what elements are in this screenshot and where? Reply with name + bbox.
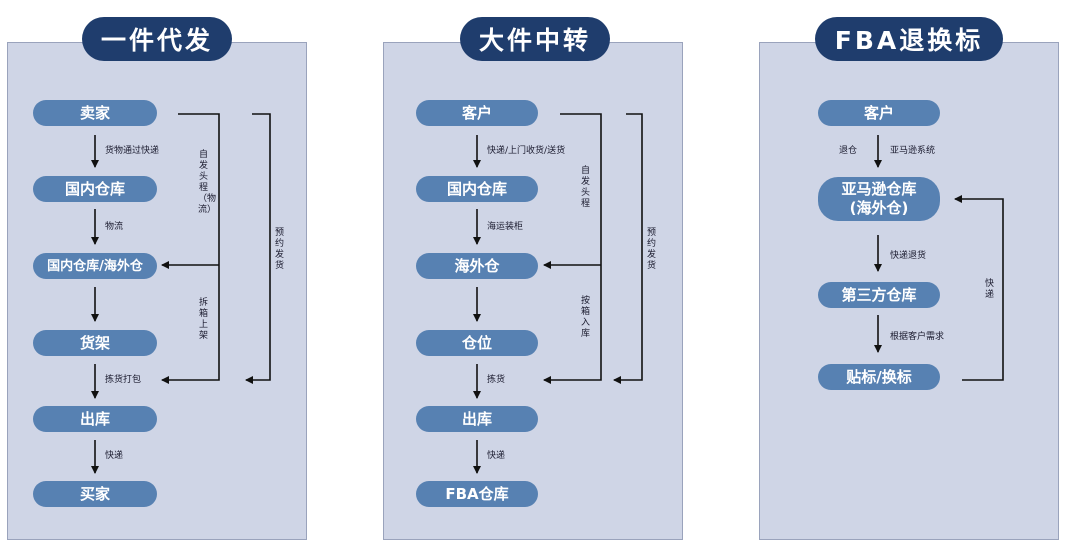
side-label-express: 快递 xyxy=(984,279,994,300)
node-slot: 仓位 xyxy=(416,330,538,356)
title-bulk-transfer: 大件中转 xyxy=(460,17,610,61)
label-picking: 拣货 xyxy=(487,375,506,385)
label-per-customer-request: 根据客户需求 xyxy=(890,332,945,342)
side-label-self-shipping: 自发头程（物流） xyxy=(198,150,217,215)
label-sea-container: 海运装柜 xyxy=(487,222,524,232)
node-amazon-warehouse: 亚马逊仓库 (海外仓) xyxy=(818,177,940,221)
side-label-scheduled-shipping: 预约发货 xyxy=(274,228,284,271)
node-domestic-or-overseas-warehouse: 国内仓库/海外仓 xyxy=(33,253,157,279)
node-outbound: 出库 xyxy=(416,406,538,432)
side-label-inbound-by-box: 按箱入库 xyxy=(580,296,590,339)
label-express-delivery: 货物通过快递 xyxy=(105,146,160,156)
node-buyer: 买家 xyxy=(33,481,157,507)
node-seller: 卖家 xyxy=(33,100,157,126)
label-pick-and-pack: 拣货打包 xyxy=(105,375,142,385)
label-express: 快递 xyxy=(487,451,506,461)
node-domestic-warehouse: 国内仓库 xyxy=(416,176,538,202)
node-fba-warehouse: FBA仓库 xyxy=(416,481,538,507)
node-overseas-warehouse: 海外仓 xyxy=(416,253,538,279)
label-express: 快递 xyxy=(105,451,124,461)
side-label-unbox-shelve: 拆箱上架 xyxy=(198,298,208,341)
node-shelf: 货架 xyxy=(33,330,157,356)
label-logistics: 物流 xyxy=(105,222,124,232)
node-labeling: 贴标/换标 xyxy=(818,364,940,390)
node-customer: 客户 xyxy=(416,100,538,126)
label-amazon-system: 亚马逊系统 xyxy=(890,146,936,156)
side-label-scheduled-shipping: 预约发货 xyxy=(646,228,656,271)
title-fba-relabel: FBA退换标 xyxy=(815,17,1003,61)
label-express-pickup-delivery: 快递/上门收货/送货 xyxy=(487,146,566,156)
side-label-self-shipping: 自发头程 xyxy=(580,166,590,209)
node-outbound: 出库 xyxy=(33,406,157,432)
label-express-return: 快递退货 xyxy=(890,251,927,261)
node-domestic-warehouse: 国内仓库 xyxy=(33,176,157,202)
node-third-party-warehouse: 第三方仓库 xyxy=(818,282,940,308)
node-customer: 客户 xyxy=(818,100,940,126)
label-return-to-warehouse: 退仓 xyxy=(839,146,858,156)
title-dropshipping: 一件代发 xyxy=(82,17,232,61)
